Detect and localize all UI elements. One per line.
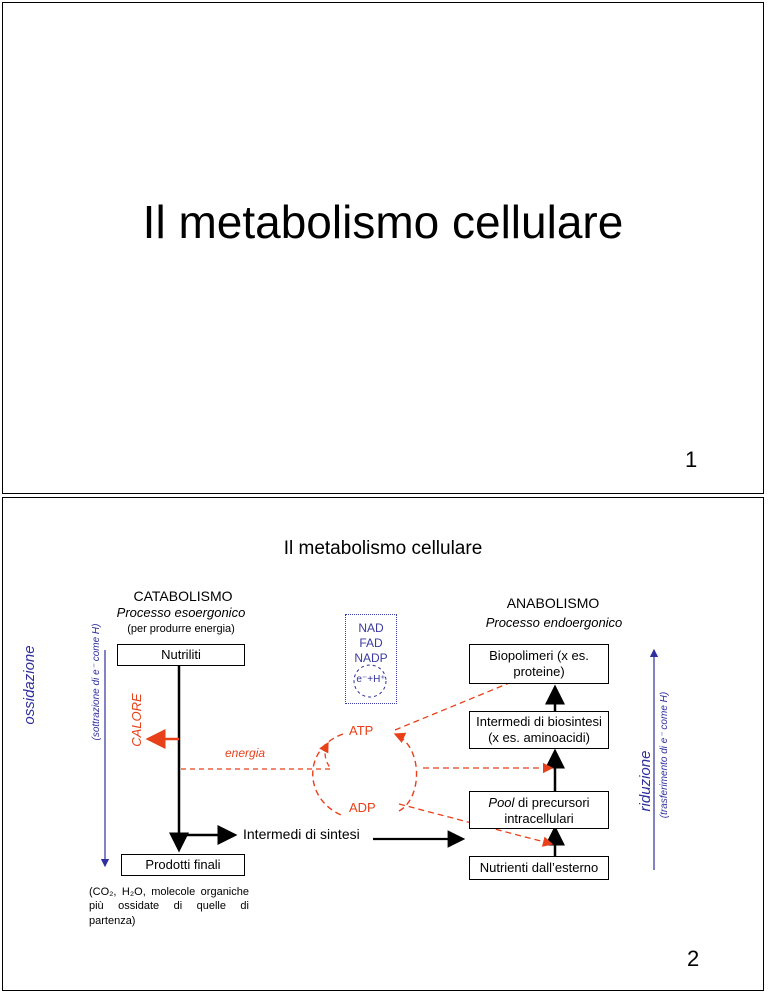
atp-label: ATP bbox=[349, 723, 374, 738]
slide-2: Il metabolismo cellulare bbox=[2, 497, 764, 991]
oxidation-label: ossidazione bbox=[21, 645, 38, 725]
adp-label: ADP bbox=[349, 800, 376, 815]
cycle-left-arc bbox=[312, 733, 344, 816]
slide-title: Il metabolismo cellulare bbox=[283, 538, 483, 559]
page-number: 2 bbox=[687, 946, 700, 971]
synthesis-intermediates-label: Intermedi di sintesi bbox=[243, 826, 360, 842]
page-number: 1 bbox=[685, 447, 698, 472]
anabolism-subheading: Processo endoergonico bbox=[485, 615, 623, 630]
reduction-note: (trasferimento di e⁻ come H) bbox=[659, 691, 670, 819]
metabolism-diagram-lines bbox=[100, 648, 659, 870]
cofactor-nad: NAD bbox=[358, 621, 384, 635]
final-products-note: (CO₂, H₂O, molecole organiche più ossida… bbox=[89, 886, 249, 927]
catabolism-heading: CATABOLISMO bbox=[133, 588, 233, 604]
cofactor-nadp: NADP bbox=[354, 651, 388, 665]
electron-carrier-label: e⁻+H⁺ bbox=[356, 674, 386, 685]
cofactor-box: NAD FAD NADP bbox=[345, 614, 397, 704]
cofactor-cycle bbox=[353, 664, 387, 698]
pool-rest: di precursori intracellulari bbox=[504, 795, 590, 827]
anabolism-heading: ANABOLISMO bbox=[506, 595, 600, 611]
cycle-right-arc bbox=[393, 732, 418, 812]
pool-word: Pool bbox=[488, 795, 515, 810]
final-products-box: Prodotti finali bbox=[121, 854, 245, 876]
slide-title: Il metabolismo cellulare bbox=[142, 196, 624, 248]
energy-arrow bbox=[181, 741, 333, 770]
cofactor-fad: FAD bbox=[359, 636, 383, 650]
catabolism-subheading: Processo esoergonico bbox=[116, 605, 246, 620]
biosynthesis-intermediates-box: Intermedi di biosintesi (x es. aminoacid… bbox=[469, 711, 609, 749]
biopolymers-box: Biopolimeri (x es. proteine) bbox=[469, 644, 609, 684]
reduction-label: riduzione bbox=[637, 750, 654, 812]
nutrients-box: Nutriliti bbox=[117, 644, 245, 666]
oxidation-note: (sottrazione di e⁻ come H) bbox=[91, 623, 102, 741]
catabolism-note: (per produrre energia) bbox=[127, 623, 235, 635]
external-nutrients-box: Nutrienti dall’esterno bbox=[469, 856, 609, 880]
heat-label: CALORE bbox=[129, 693, 144, 747]
slide-1: Il metabolismo cellulare 1 bbox=[2, 2, 764, 494]
energy-label: energia bbox=[225, 746, 266, 760]
adp-to-pool-arrow bbox=[398, 803, 554, 847]
precursor-pool-box: Pool di precursori intracellulari bbox=[469, 791, 609, 829]
